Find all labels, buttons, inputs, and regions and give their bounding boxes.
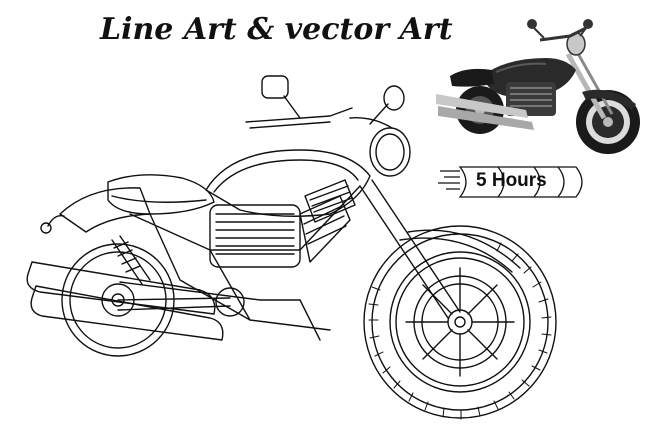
badge-label: 5 Hours	[476, 170, 547, 191]
delivery-time-badge: 5 Hours	[438, 163, 588, 201]
clock-arrows-icon	[438, 166, 583, 198]
page-title: Line Art & vector Art	[100, 12, 453, 47]
motorcycle-photo	[436, 19, 640, 154]
front-wheel	[363, 225, 557, 419]
